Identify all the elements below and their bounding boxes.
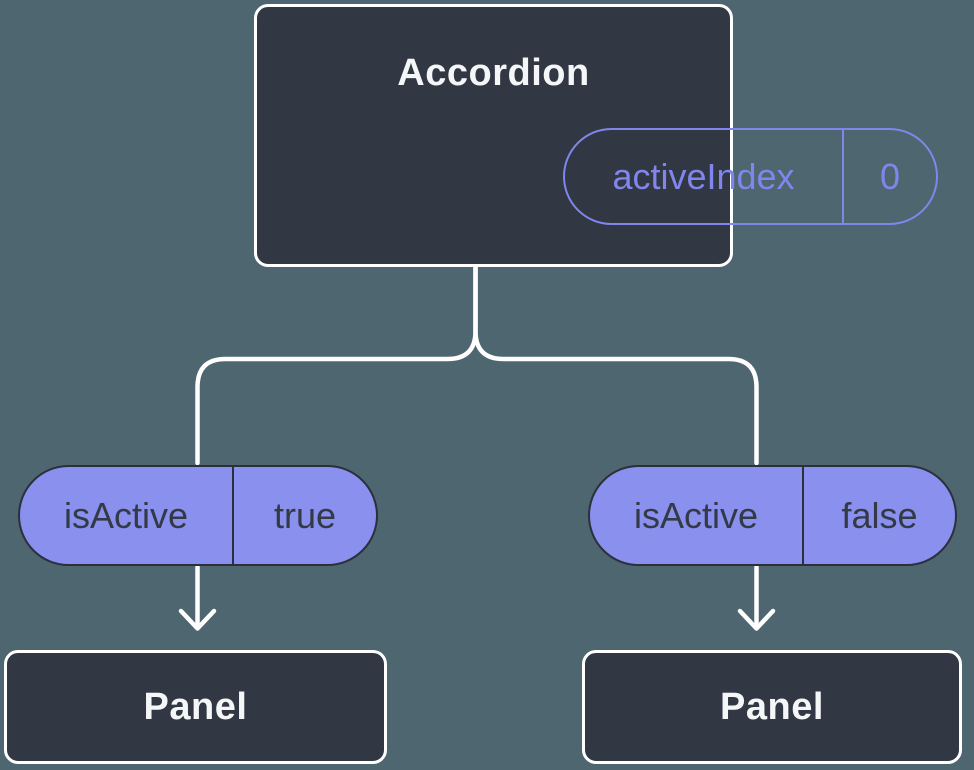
prop-pill-isactive-left: isActive true: [18, 465, 378, 566]
arrow-right-head-icon: [737, 608, 776, 631]
prop-name-activeindex: activeIndex: [565, 130, 844, 223]
node-accordion-label: Accordion: [397, 51, 590, 94]
connector-root-to-left-pill: [195, 263, 478, 466]
prop-pill-isactive-right: isActive false: [588, 465, 957, 566]
prop-value-activeindex: 0: [879, 155, 901, 197]
connector-root-to-right-pill: [473, 263, 759, 466]
prop-pill-activeindex: activeIndex 0: [563, 128, 938, 225]
prop-value-isactive-left: true: [273, 494, 337, 536]
prop-name-isactive-right: isActive: [590, 467, 804, 564]
prop-value-isactive-right: false: [841, 494, 918, 536]
prop-name-isactive-left: isActive: [20, 467, 234, 564]
node-panel-left: Panel: [4, 650, 387, 764]
node-panel-right: Panel: [582, 650, 962, 764]
node-accordion: Accordion activeIndex 0: [254, 4, 938, 267]
arrow-left-head-icon: [178, 608, 217, 631]
